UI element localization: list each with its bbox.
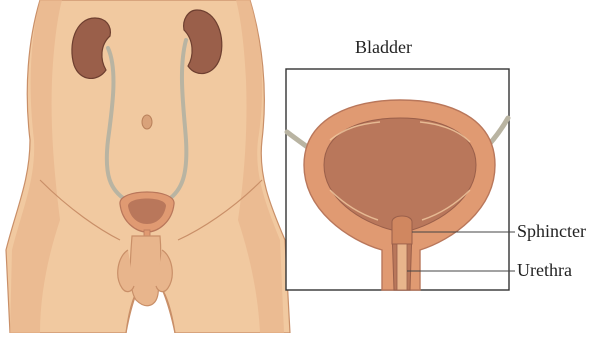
male-torso-illustration: [6, 0, 290, 333]
detail-urethra: [397, 244, 407, 290]
bladder-title-label: Bladder: [355, 38, 412, 56]
bladder-detail-panel: [286, 69, 515, 290]
detail-sphincter: [392, 216, 412, 244]
sphincter-label: Sphincter: [517, 222, 586, 240]
penis: [130, 236, 161, 306]
navel: [142, 115, 152, 129]
urethra-label: Urethra: [517, 261, 572, 279]
